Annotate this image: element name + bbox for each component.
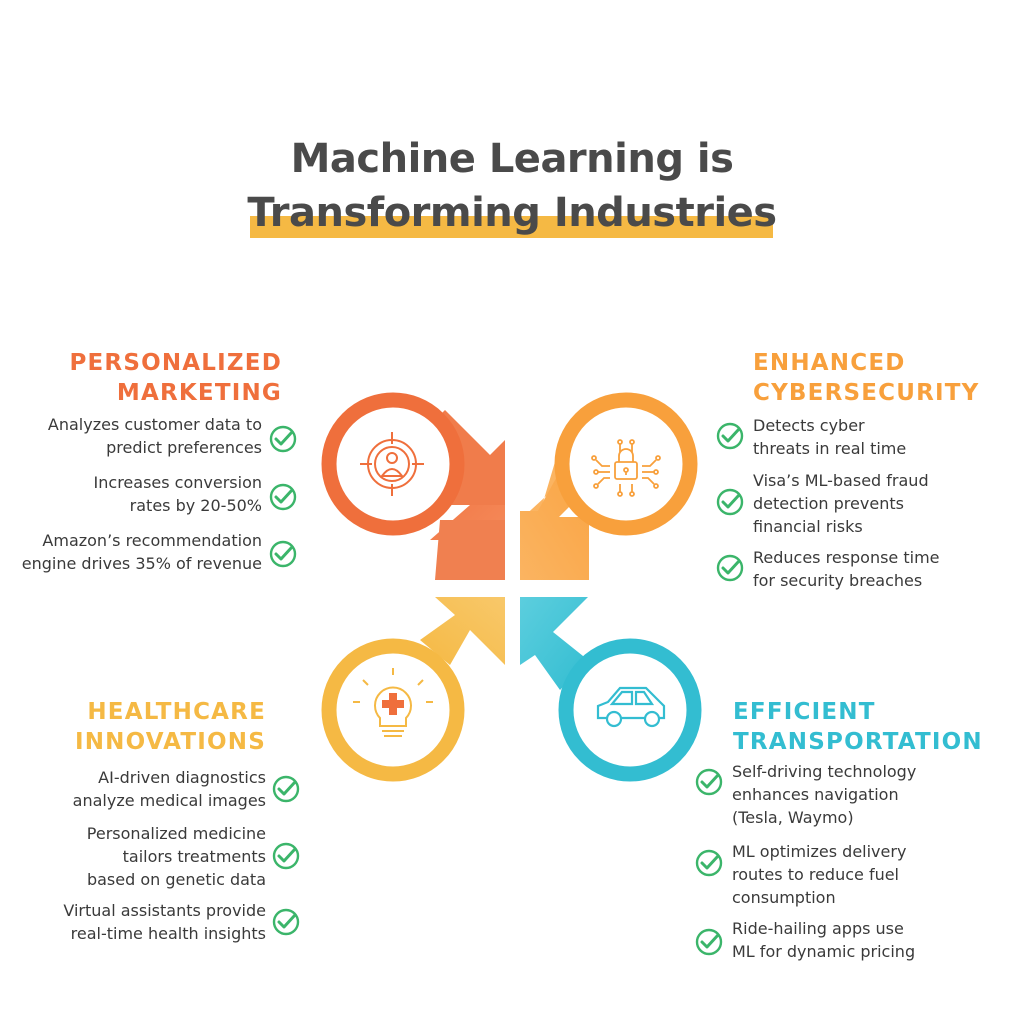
marketing-title-line-2: MARKETING — [116, 380, 282, 406]
bullet-line: routes to reduce fuel — [732, 865, 899, 884]
check-circle-icon — [269, 425, 297, 453]
bullet-line: Detects cyber — [753, 416, 865, 435]
check-circle-icon — [716, 554, 744, 582]
bullet-line: rates by 20-50% — [129, 496, 262, 515]
bullet-line: financial risks — [753, 517, 863, 536]
marketing-bullet-1: Analyzes customer data to predict prefer… — [2, 413, 262, 459]
bullet-line: (Tesla, Waymo) — [732, 808, 854, 827]
transportation-bullet-2: ML optimizes delivery routes to reduce f… — [732, 840, 1002, 909]
transportation-title-line-1: EFFICIENT — [733, 699, 876, 725]
circuit-lock-icon — [591, 439, 661, 497]
cybersecurity-title-line-1: ENHANCED — [753, 350, 906, 376]
bullet-line: Amazon’s recommendation — [42, 531, 262, 550]
transportation-bullet-1: Self-driving technology enhances navigat… — [732, 760, 1002, 829]
bullet-line: AI-driven diagnostics — [98, 768, 266, 787]
bullet-line: detection prevents — [753, 494, 904, 513]
transportation-bullet-3: Ride-hailing apps use ML for dynamic pri… — [732, 917, 1002, 963]
cybersecurity-bullet-2: Visa’s ML-based fraud detection prevents… — [753, 469, 1003, 538]
marketing-title-line-1: PERSONALIZED — [69, 350, 282, 376]
check-circle-icon — [716, 422, 744, 450]
bullet-line: Ride-hailing apps use — [732, 919, 904, 938]
healthcare-title-line-2: INNOVATIONS — [74, 729, 266, 755]
healthcare-bullet-3: Virtual assistants provide real-time hea… — [6, 899, 266, 945]
target-person-icon — [360, 432, 424, 496]
check-circle-icon — [716, 488, 744, 516]
bullet-line: consumption — [732, 888, 836, 907]
bullet-line: Reduces response time — [753, 548, 940, 567]
check-circle-icon — [272, 775, 300, 803]
bullet-line: predict preferences — [106, 438, 262, 457]
cybersecurity-title-line-2: CYBERSECURITY — [753, 380, 980, 406]
bullet-line: analyze medical images — [72, 791, 266, 810]
bullet-line: Virtual assistants provide — [63, 901, 266, 920]
check-circle-icon — [272, 842, 300, 870]
title-line-1: Machine Learning is — [290, 136, 734, 182]
title-line-2: Transforming Industries — [247, 190, 777, 236]
check-circle-icon — [695, 928, 723, 956]
cybersecurity-bullet-3: Reduces response time for security breac… — [753, 546, 1003, 592]
circle-cybersecurity — [554, 392, 698, 536]
arrow-healthcare — [420, 597, 505, 665]
bullet-line: engine drives 35% of revenue — [21, 554, 262, 573]
check-circle-icon — [695, 768, 723, 796]
title-highlight-bar — [250, 216, 773, 238]
healthcare-title-line-1: HEALTHCARE — [87, 699, 266, 725]
bullet-line: ML for dynamic pricing — [732, 942, 916, 961]
bullet-line: for security breaches — [753, 571, 923, 590]
cybersecurity-bullet-1: Detects cyber threats in real time — [753, 414, 1003, 460]
lightbulb-cross-icon — [353, 668, 433, 737]
page-title: Machine Learning is Transforming Industr… — [0, 132, 1024, 240]
bullet-line: threats in real time — [753, 439, 907, 458]
check-circle-icon — [272, 908, 300, 936]
car-icon — [596, 686, 666, 728]
transportation-title-line-2: TRANSPORTATION — [733, 729, 983, 755]
check-circle-icon — [269, 483, 297, 511]
circle-marketing — [321, 392, 465, 536]
cybersecurity-title: ENHANCED CYBERSECURITY — [753, 348, 1003, 408]
bullet-line: Increases conversion — [93, 473, 262, 492]
bullet-line: ML optimizes delivery — [732, 842, 907, 861]
marketing-title: PERSONALIZED MARKETING — [60, 348, 282, 408]
bullet-line: based on genetic data — [86, 870, 266, 889]
healthcare-title: HEALTHCARE INNOVATIONS — [50, 697, 266, 757]
bullet-line: enhances navigation — [732, 785, 899, 804]
transportation-title: EFFICIENT TRANSPORTATION — [733, 697, 1003, 757]
arrow-transportation — [520, 597, 588, 690]
marketing-bullet-2: Increases conversion rates by 20-50% — [2, 471, 262, 517]
bullet-line: tailors treatments — [122, 847, 266, 866]
bullet-line: Self-driving technology — [732, 762, 917, 781]
marketing-bullet-3: Amazon’s recommendation engine drives 35… — [2, 529, 262, 575]
check-circle-icon — [695, 849, 723, 877]
check-circle-icon — [269, 540, 297, 568]
bullet-line: Analyzes customer data to — [47, 415, 262, 434]
bullet-line: real-time health insights — [70, 924, 266, 943]
bullet-line: Visa’s ML-based fraud — [753, 471, 929, 490]
healthcare-bullet-2: Personalized medicine tailors treatments… — [6, 822, 266, 891]
healthcare-bullet-1: AI-driven diagnostics analyze medical im… — [6, 766, 266, 812]
bullet-line: Personalized medicine — [86, 824, 266, 843]
